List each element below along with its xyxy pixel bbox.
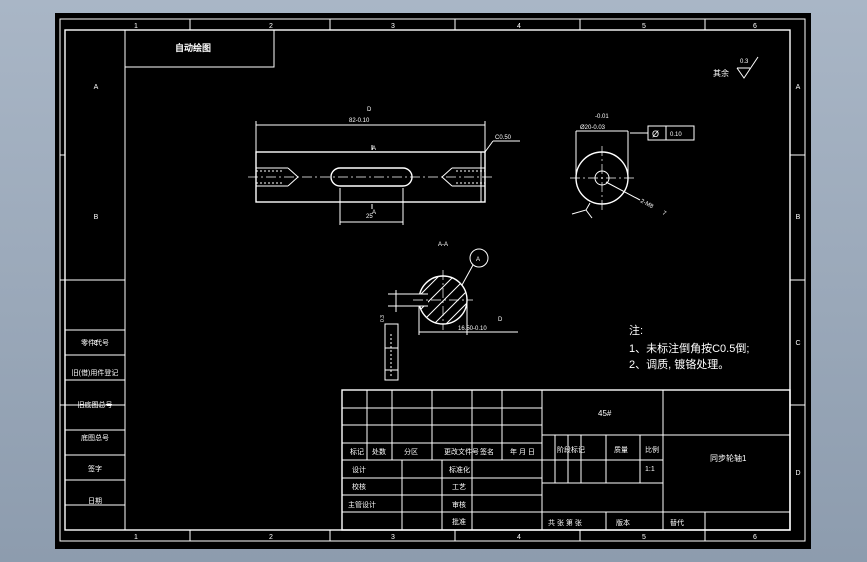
- sign-design: 设计: [352, 465, 366, 474]
- zone-top-2: 2: [269, 23, 273, 30]
- section-balloon: A: [476, 257, 480, 263]
- sign-review: 审核: [452, 500, 466, 509]
- sign-chief: 主管设计: [348, 500, 376, 509]
- section-dim-top: D: [498, 317, 503, 323]
- roughness-value: 0.3: [740, 59, 749, 65]
- zone-left-a: A: [94, 84, 99, 91]
- technical-notes: 注: 1、未标注倒角按C0.5倒; 2、调质, 镀铬处理。: [629, 323, 749, 371]
- zone-top-5: 5: [642, 23, 646, 30]
- change-header-sign: 签名: [480, 447, 494, 456]
- sign-standard: 标准化: [449, 465, 470, 474]
- section-mark-top: A: [372, 146, 376, 152]
- zone-bottom-6: 6: [753, 534, 757, 541]
- end-tolerance: -0.01: [595, 114, 609, 120]
- change-header-zone: 分区: [404, 447, 418, 456]
- gdt-symbol: Ø: [652, 129, 659, 139]
- left-col-part-code: 零件代号: [81, 338, 109, 347]
- top-zone-labels: 1 2 3 4 5 6: [134, 19, 757, 30]
- zone-top-1: 1: [134, 23, 138, 30]
- shaft-length-bottom: 82-0.10: [349, 118, 370, 124]
- left-col-reuse: 旧(借)用件登记: [72, 368, 119, 377]
- left-column-table: 零件代号 旧(借)用件登记 旧底图总号 底图总号 签字 日期: [64, 279, 126, 531]
- gdt-value: 0.10: [670, 132, 682, 138]
- zone-bottom-5: 5: [642, 534, 646, 541]
- change-header-doc: 更改文件号: [444, 447, 479, 456]
- zone-left-b: B: [94, 214, 99, 221]
- sheet-count: 共 张 第 张: [548, 518, 582, 527]
- change-header-date: 年 月 日: [510, 447, 535, 456]
- zone-right-d: D: [795, 470, 800, 477]
- right-zone-labels: A B C D: [790, 84, 805, 477]
- end-depth: 7: [661, 210, 667, 217]
- sign-process: 工艺: [452, 483, 466, 491]
- change-header-mark: 标记: [350, 447, 364, 456]
- keyway-slot: [330, 167, 413, 187]
- drawing-paper: [55, 13, 811, 549]
- sign-check: 校核: [352, 482, 366, 491]
- scale-value: 1:1: [645, 466, 655, 473]
- bottom-zone-labels: 1 2 3 4 5 6: [134, 530, 757, 541]
- zone-top-3: 3: [391, 23, 395, 30]
- left-thread-hole: [256, 167, 299, 187]
- zone-right-a: A: [796, 84, 801, 91]
- note-1: 1、未标注倒角按C0.5倒;: [629, 341, 749, 355]
- stage-scale: 比例: [645, 445, 659, 454]
- roughness-symbol: 其余 0.3: [713, 56, 759, 79]
- zone-right-c: C: [795, 340, 800, 347]
- drawing-name: 同步轮轴1: [710, 453, 747, 463]
- stage-mass: 质量: [614, 445, 628, 454]
- roughness-label: 其余: [713, 68, 729, 78]
- left-col-date: 日期: [88, 497, 102, 505]
- zone-bottom-1: 1: [134, 534, 138, 541]
- keyway-dim: 25: [366, 214, 373, 220]
- replaces: 替代: [670, 518, 684, 527]
- left-col-base-total: 底图总号: [81, 433, 109, 442]
- zone-bottom-3: 3: [391, 534, 395, 541]
- material: 45#: [598, 409, 612, 418]
- end-diameter: Ø20-0.03: [580, 125, 606, 131]
- sign-approve: 批准: [452, 517, 466, 526]
- shaft-length-top: D: [367, 107, 372, 113]
- version: 版本: [616, 518, 630, 527]
- right-thread-hole: [441, 167, 485, 187]
- section-title: A-A: [438, 242, 448, 248]
- shaft-main-view: D 82-0.10 C0.50 A A 25: [248, 107, 520, 225]
- title-block: 标记 处数 分区 更改文件号 签名 年 月 日 设计 校核 主管设计 标准化 工…: [341, 389, 791, 531]
- zone-bottom-2: 2: [269, 534, 273, 541]
- left-col-old-base: 旧底图总号: [78, 400, 113, 409]
- section-mark-bottom: A: [372, 210, 376, 216]
- stage-mark: 阶段标记: [557, 445, 585, 454]
- left-zone-labels: A B C: [60, 84, 99, 406]
- shaft-chamfer: C0.50: [495, 135, 512, 141]
- note-2: 2、调质, 镀铬处理。: [629, 357, 729, 371]
- gdt-frame: Ø 0.10: [630, 125, 695, 141]
- zone-bottom-4: 4: [517, 534, 521, 541]
- title-note: 自动绘图: [175, 42, 211, 53]
- zone-top-6: 6: [753, 23, 757, 30]
- zone-left-c: C: [93, 340, 98, 347]
- section-key-width: 0.3: [380, 315, 386, 322]
- zone-top-4: 4: [517, 23, 521, 30]
- section-dim-bottom: 16.50-0.10: [458, 326, 487, 332]
- notes-header: 注:: [629, 323, 643, 337]
- left-col-sign: 签字: [88, 464, 102, 473]
- title-note-box: 自动绘图: [124, 29, 275, 68]
- zone-right-b: B: [796, 214, 801, 221]
- change-header-count: 处数: [372, 447, 386, 456]
